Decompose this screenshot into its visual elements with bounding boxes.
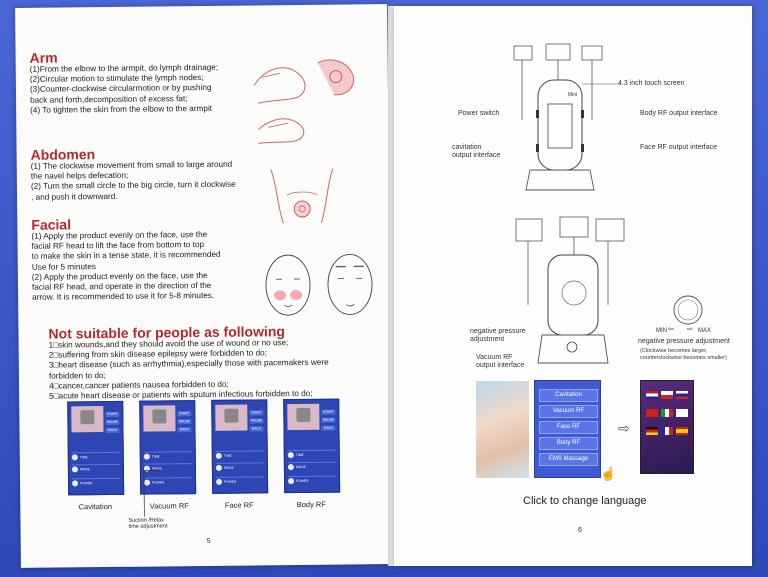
caption-cavitation: Cavitation: [78, 501, 113, 512]
probe-image: [71, 406, 104, 433]
caption-body-rf: Body RF: [296, 499, 326, 510]
device-diagram-front: [513, 43, 620, 191]
body-photo: [476, 381, 529, 478]
arrow-right-icon: ⇨: [687, 326, 693, 333]
label-vacuum-rf: Vacuum RF output interface: [476, 354, 525, 369]
device-diagram-back: [515, 216, 625, 364]
probe-image: [287, 403, 320, 431]
probe-image: [143, 405, 176, 432]
arm-illustrations: [253, 59, 355, 144]
arrow-right-icon: ⇨: [618, 420, 630, 436]
arrow-left-icon: ⇦: [668, 326, 674, 333]
label-min: MIN: [656, 328, 667, 334]
screen-cavitation: START PAUSE BACK TIME MODE POWER: [67, 400, 125, 496]
page-number-left: 5: [206, 537, 211, 545]
mini-label: Mini: [568, 92, 578, 98]
label-touch-screen: 4.3 inch touch screen: [618, 80, 685, 87]
label-cavitation: cavitation output interface: [452, 144, 501, 159]
language-selector[interactable]: [640, 380, 694, 474]
menu-body-rf[interactable]: Body RF: [539, 437, 598, 450]
hand-pointer-icon: ☝: [600, 466, 617, 481]
menu-vacuum-rf[interactable]: Vacuum RF: [539, 405, 598, 418]
facial-title: Facial: [31, 216, 72, 233]
menu-ems-massage[interactable]: EMS Massage: [539, 453, 598, 466]
left-page: Arm (1)From the elbow to the armpit, do …: [15, 4, 393, 568]
screen-face-rf: START PAUSE BACK TIME MODE POWER: [211, 399, 269, 494]
not-suitable-text: 1□skin wounds,and they should avoid the …: [48, 338, 329, 401]
suction-note: Suction /Relax time adjustment: [128, 517, 168, 530]
facial-illustrations: [265, 254, 373, 316]
facial-text: (1) Apply the product evenly on the face…: [31, 229, 221, 303]
abdomen-text: (1) The clockwise movement from small to…: [30, 159, 236, 202]
label-max: MAX: [698, 328, 712, 334]
arm-text: (1)From the elbow to the armpit, do lymp…: [29, 62, 219, 115]
screen-body-rf: START PAUSE BACK TIME MODE POWER: [283, 398, 341, 494]
label-pressure-adjustment: negative pressure adjustment: [638, 338, 730, 345]
abdomen-illustration: [270, 168, 334, 224]
change-language-caption: Click to change language: [523, 495, 647, 507]
menu-face-rf[interactable]: Face RF: [539, 421, 598, 434]
label-negative-pressure: negative pressure adjustment: [470, 328, 526, 343]
mode-menu: Cavitation Vacuum RF Face RF Body RF EMS…: [534, 380, 601, 478]
label-face-rf: Face RF output interface: [640, 144, 718, 151]
pressure-knob-icon: [673, 295, 703, 325]
probe-image: [215, 404, 248, 431]
pressure-note: (Clockwise becomes larger, counterclockw…: [640, 348, 727, 361]
arm-title: Arm: [29, 49, 58, 66]
label-body-rf: Body RF output interface: [640, 110, 718, 117]
menu-cavitation[interactable]: Cavitation: [539, 389, 598, 402]
caption-face-rf: Face RF: [224, 500, 254, 510]
label-power-switch: Power switch: [458, 110, 500, 117]
book-gutter: [388, 6, 398, 566]
suction-pointer-line: [143, 470, 160, 517]
page-number-right: 6: [578, 527, 582, 534]
